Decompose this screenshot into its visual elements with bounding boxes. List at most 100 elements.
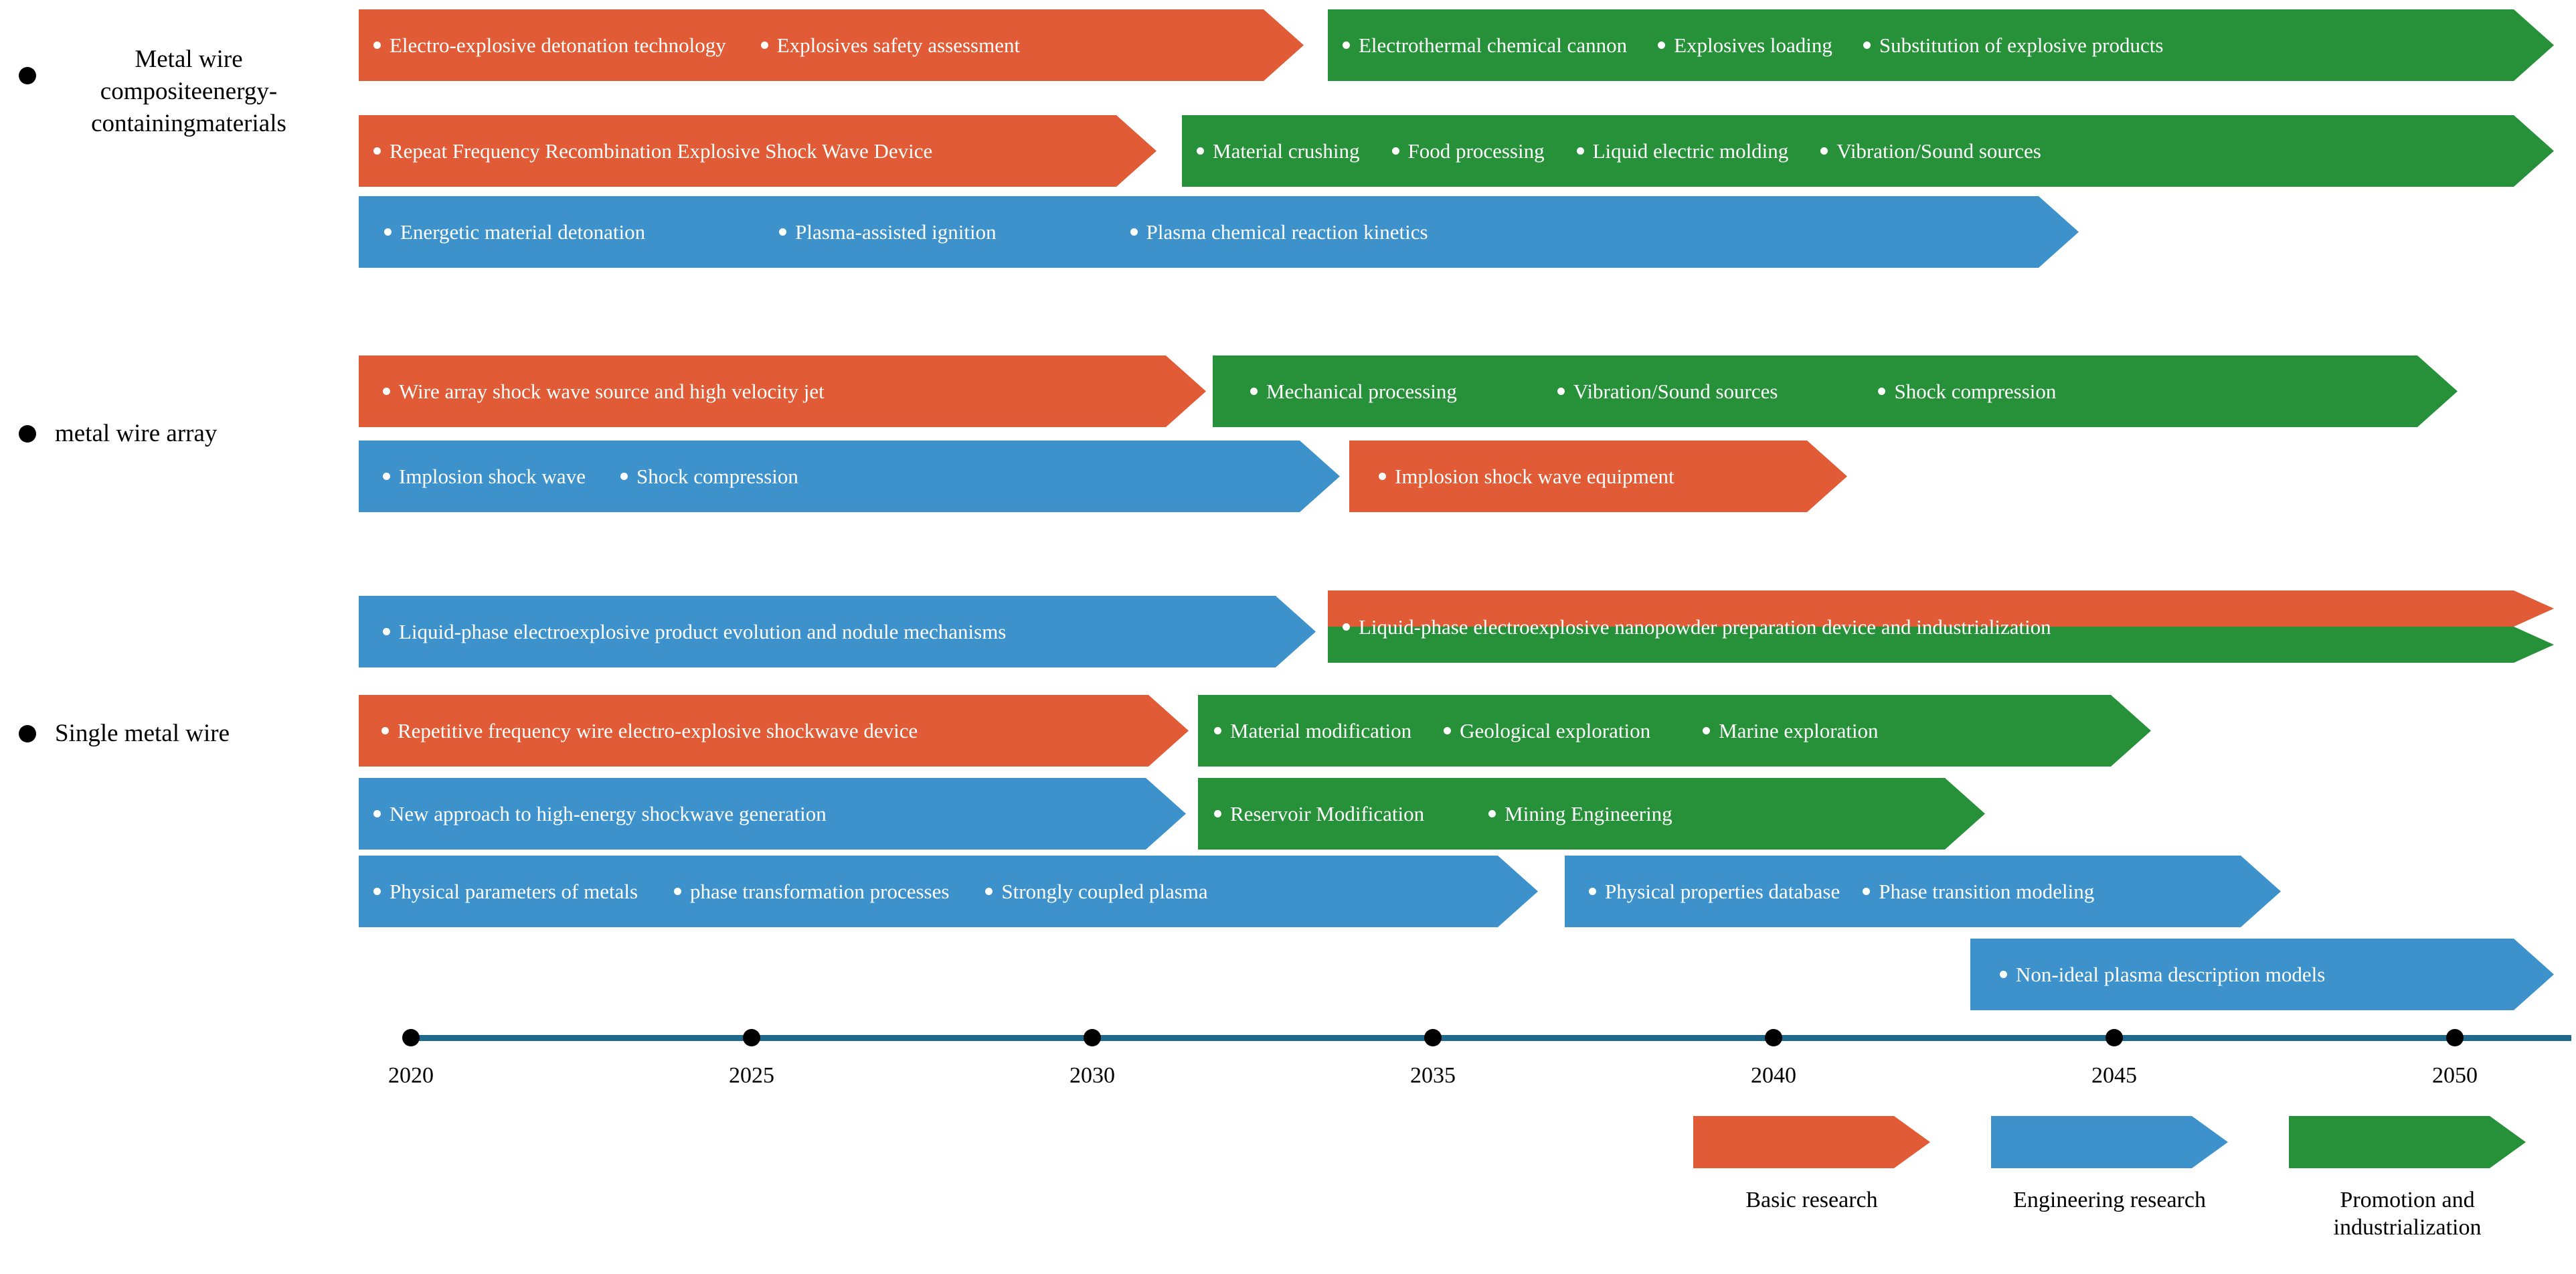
bar-item: Non-ideal plasma description models <box>2000 964 2325 985</box>
category-metal-wire-array: metal wire array <box>19 418 340 449</box>
timeline-node-2025[interactable] <box>743 1029 760 1046</box>
bullet-icon <box>1589 888 1596 895</box>
roadmap-bar-r3b2[interactable] <box>1328 590 2554 627</box>
bullet-icon <box>1820 147 1828 155</box>
category-label: metal wire array <box>55 419 218 447</box>
bar-item: Wire array shock wave source and high ve… <box>383 381 825 402</box>
arrow-shape <box>359 9 1304 81</box>
bullet-icon <box>383 628 390 635</box>
bullet-icon <box>1214 727 1221 734</box>
timeline-node-2045[interactable] <box>2106 1029 2123 1046</box>
category-metal-wire-composite: Metal wire compositeenergy-containingmat… <box>19 29 340 137</box>
arrow-shape <box>359 778 1186 850</box>
roadmap-bar-r3b8[interactable]: Physical parameters of metals phase tran… <box>359 856 1538 927</box>
roadmap-bar-r2b3[interactable]: Implosion shock wave Shock compression <box>359 441 1340 512</box>
bullet-icon <box>384 228 392 236</box>
roadmap-bar-r3b3-label: Liquid-phase electroexplosive nanopowder… <box>1328 590 2554 663</box>
arrow-shape <box>1198 778 1985 850</box>
bullet-icon <box>1878 388 1886 395</box>
bullet-icon <box>1379 473 1386 480</box>
timeline-tick-label: 2050 <box>2432 1063 2478 1088</box>
roadmap-bar-r2b2[interactable]: Mechanical processing Vibration/Sound so… <box>1213 355 2458 427</box>
legend-label-engineering-research: Engineering research <box>2013 1188 2206 1212</box>
category-bullet-icon <box>19 67 36 84</box>
roadmap-bar-r2b1[interactable]: Wire array shock wave source and high ve… <box>359 355 1206 427</box>
bar-item: Repeat Frequency Recombination Explosive… <box>373 141 932 161</box>
roadmap-bar-r3b6[interactable]: New approach to high-energy shockwave ge… <box>359 778 1186 850</box>
roadmap-bar-r3b4[interactable]: Repetitive frequency wire electro-explos… <box>359 695 1189 767</box>
legend-label-basic-research: Basic research <box>1745 1188 1878 1212</box>
timeline-node-2050[interactable] <box>2446 1029 2464 1046</box>
bar-item: Shock compression <box>1878 381 2056 402</box>
roadmap-bar-r3b1[interactable]: Liquid-phase electroexplosive product ev… <box>359 596 1316 667</box>
timeline-tick-label: 2040 <box>1751 1063 1796 1088</box>
roadmap-bar-r3b9[interactable]: Physical properties database Phase trans… <box>1565 856 2281 927</box>
bar-item: Material modification <box>1214 720 1411 741</box>
roadmap-bar-r1b1[interactable]: Electro-explosive detonation technology … <box>359 9 1304 81</box>
bullet-icon <box>1130 228 1138 236</box>
arrow-shape <box>359 856 1538 927</box>
timeline-tick-label: 2020 <box>388 1063 434 1088</box>
roadmap-bar-r1b3[interactable]: Repeat Frequency Recombination Explosive… <box>359 115 1156 187</box>
category-bullet-icon <box>19 725 36 742</box>
bullet-icon <box>1488 810 1496 817</box>
bar-item: Physical parameters of metals <box>373 881 638 902</box>
bar-item: Energetic material detonation <box>384 222 645 242</box>
bar-item: Mining Engineering <box>1488 803 1672 824</box>
timeline-node-2040[interactable] <box>1765 1029 1782 1046</box>
roadmap-bar-r3b7[interactable]: Reservoir Modification Mining Engineerin… <box>1198 778 1985 850</box>
bullet-icon <box>373 888 381 895</box>
bullet-icon <box>373 147 381 155</box>
timeline-node-2035[interactable] <box>1424 1029 1442 1046</box>
timeline-tick-label: 2035 <box>1410 1063 1456 1088</box>
roadmap-bar-r3b3[interactable] <box>1328 627 2554 663</box>
arrow-shape <box>359 596 1316 667</box>
roadmap-bar-r3b10[interactable]: Non-ideal plasma description models <box>1970 939 2554 1010</box>
arrow-shape <box>2289 1116 2526 1168</box>
bullet-icon <box>373 42 381 49</box>
bullet-icon <box>1250 388 1258 395</box>
bar-item: Vibration/Sound sources <box>1557 381 1778 402</box>
arrow-shape <box>1693 1116 1930 1168</box>
timeline-node-2030[interactable] <box>1084 1029 1101 1046</box>
bar-item: Reservoir Modification <box>1214 803 1424 824</box>
bullet-icon <box>383 388 390 395</box>
bar-item: Liquid-phase electroexplosive nanopowder… <box>1343 617 2051 637</box>
bar-item: Liquid electric molding <box>1576 141 1788 161</box>
legend-swatch-promotion-industrialization <box>2289 1116 2526 1168</box>
arrow-shape <box>1182 115 2554 187</box>
bar-item: Food processing <box>1391 141 1545 161</box>
bullet-icon <box>674 888 682 895</box>
roadmap-bar-r3b5[interactable]: Material modification Geological explora… <box>1198 695 2151 767</box>
roadmap-bar-r2b4[interactable]: Implosion shock wave equipment <box>1349 441 1847 512</box>
legend-swatch-basic-research <box>1693 1116 1930 1168</box>
timeline-tick-label: 2045 <box>2091 1063 2137 1088</box>
bar-item: Phase transition modeling <box>1863 881 2094 902</box>
bar-item: Strongly coupled plasma <box>985 881 1208 902</box>
bar-item: Explosives loading <box>1658 35 1832 56</box>
bar-item: Plasma chemical reaction kinetics <box>1130 222 1428 242</box>
bar-item: Material crushing <box>1197 141 1360 161</box>
bullet-icon <box>1576 147 1584 155</box>
bar-item: Vibration/Sound sources <box>1820 141 2041 161</box>
timeline-node-2020[interactable] <box>402 1029 420 1046</box>
arrow-shape <box>1328 627 2554 663</box>
bullet-icon <box>383 473 390 480</box>
bar-item: Marine exploration <box>1703 720 1879 741</box>
arrow-shape <box>1970 939 2554 1010</box>
bullet-icon <box>985 888 993 895</box>
bar-item: phase transformation processes <box>674 881 949 902</box>
bullet-icon <box>373 810 381 817</box>
bar-item: Shock compression <box>620 466 798 487</box>
bar-item: New approach to high-energy shockwave ge… <box>373 803 827 824</box>
bullet-icon <box>1343 623 1350 631</box>
arrow-shape <box>1565 856 2281 927</box>
arrow-shape <box>1328 9 2554 81</box>
bar-item: Repetitive frequency wire electro-explos… <box>381 720 918 741</box>
arrow-shape <box>359 196 2079 268</box>
roadmap-bar-r1b5[interactable]: Energetic material detonation Plasma-ass… <box>359 196 2079 268</box>
arrow-shape <box>1328 590 2554 627</box>
roadmap-bar-r1b2[interactable]: Electrothermal chemical cannon Explosive… <box>1328 9 2554 81</box>
roadmap-bar-r1b4[interactable]: Material crushing Food processing Liquid… <box>1182 115 2554 187</box>
